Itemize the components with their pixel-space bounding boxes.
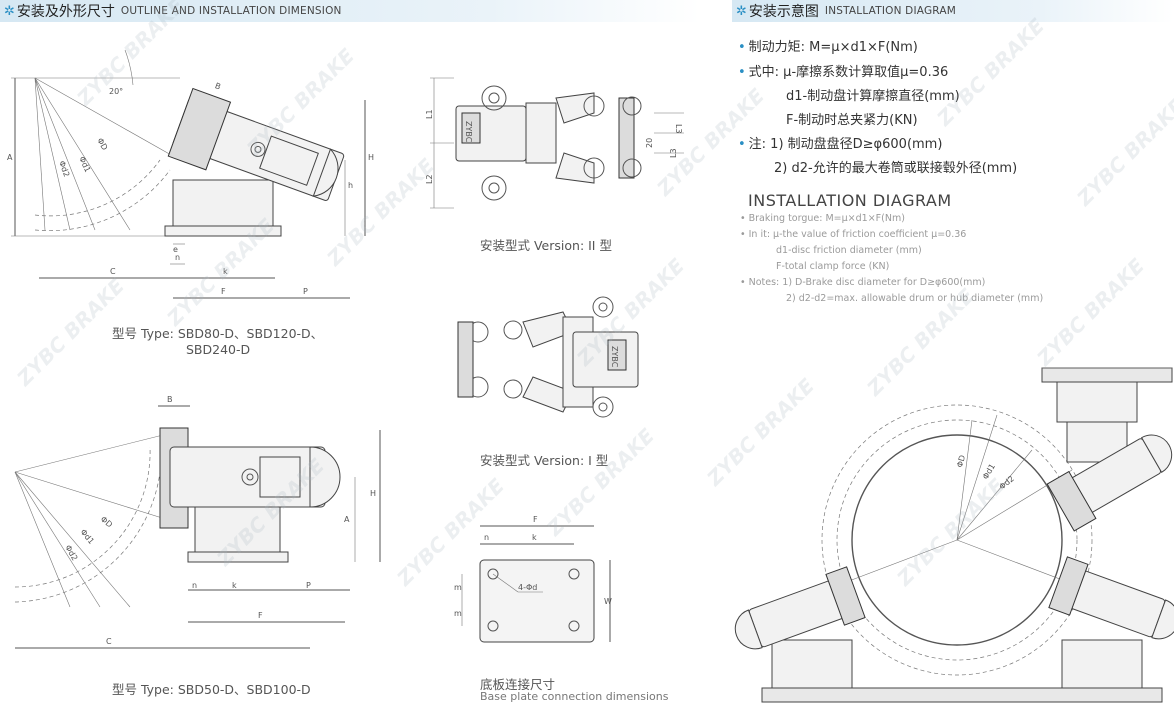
- hole-label: 4-Φd: [518, 583, 537, 592]
- dim-e: e: [173, 245, 178, 254]
- left-header-cn: 安装及外形尺寸: [16, 4, 115, 20]
- dim-F-b: F: [258, 611, 263, 620]
- base-plate-caption-en: Base plate connection dimensions: [480, 690, 669, 703]
- formula-en-3: d1-disc friction diameter (mm): [776, 245, 922, 256]
- right-header-cn: 安装示意图: [748, 4, 819, 20]
- formula-en-4: F-total clamp force (KN): [776, 261, 890, 272]
- formula-en-6: 2) d2-d2=max. allowable drum or hub diam…: [786, 293, 1044, 304]
- dim-k: k: [223, 267, 228, 276]
- dim-m-2: m: [454, 609, 462, 618]
- asterisk-icon: ✲: [4, 3, 15, 19]
- formula-cn-2: •式中: μ-摩擦系数计算取值μ=0.36: [738, 61, 948, 80]
- left-header-en: OUTLINE AND INSTALLATION DIMENSION: [120, 5, 342, 17]
- dim-d1: Φd1: [77, 155, 92, 174]
- dim-P-b: P: [306, 581, 311, 590]
- formula-cn-6: 2) d2-允许的最大卷筒或联接毂外径(mm): [774, 161, 1018, 176]
- outline-drawing-sbd50: ΦD Φd1 Φd2 B H A n k P F C: [14, 395, 381, 649]
- installation-diagram: ΦD Φd1 Φd2: [734, 367, 1174, 703]
- dim-C-b: C: [106, 637, 112, 646]
- dim-H: H: [368, 153, 374, 162]
- version-ii-drawing: L1 L2 ZYBC L3 20 L3: [425, 77, 684, 209]
- dim-n-plate: n: [484, 533, 489, 542]
- dim-d1-b: Φd1: [78, 528, 95, 546]
- bullet-icon: •: [738, 40, 746, 55]
- formula-cn-5-text: 注: 1) 制动盘盘径D≥φ600(mm): [748, 137, 943, 152]
- watermark: ZYBC BRAKE: [1072, 93, 1174, 211]
- dim-C: C: [110, 267, 116, 276]
- dim-P: P: [303, 287, 308, 296]
- model-a-caption-2: SBD240-D: [186, 342, 251, 357]
- formula-cn-3: d1-制动盘计算摩擦直径(mm): [786, 89, 960, 104]
- asterisk-icon: ✲: [736, 3, 747, 19]
- model-a-caption-1: 型号 Type: SBD80-D、SBD120-D、: [112, 326, 324, 341]
- bullet-icon: •: [738, 137, 746, 152]
- watermark: ZYBC BRAKE: [932, 13, 1049, 131]
- left-section-header: ✲ 安装及外形尺寸 OUTLINE AND INSTALLATION DIMEN…: [0, 0, 700, 22]
- dim-D-b: ΦD: [99, 515, 114, 530]
- svg-text:ZYBC: ZYBC: [610, 346, 619, 368]
- dim-F: F: [221, 287, 226, 296]
- dim-A: A: [7, 153, 13, 162]
- formula-cn-5: •注: 1) 制动盘盘径D≥φ600(mm): [738, 133, 942, 152]
- dim-n-b: n: [192, 581, 197, 590]
- svg-text:ZYBC: ZYBC: [464, 121, 473, 143]
- right-header-en: INSTALLATION DIAGRAM: [824, 5, 957, 17]
- dim-L3-b: L3: [669, 148, 678, 158]
- version-ii-caption: 安装型式 Version: II 型: [480, 238, 612, 253]
- en-section-title: INSTALLATION DIAGRAM: [748, 191, 952, 210]
- base-plate-drawing: F n k 4-Φd W m m: [454, 515, 612, 643]
- dim-L2: L2: [425, 174, 434, 184]
- dim-B: B: [214, 81, 222, 91]
- dim-k-plate: k: [532, 533, 537, 542]
- dim-h: h: [348, 181, 353, 190]
- dim-m-1: m: [454, 583, 462, 592]
- dim-L1: L1: [425, 109, 434, 119]
- formula-cn-2-text: 式中: μ-摩擦系数计算取值μ=0.36: [748, 65, 949, 80]
- formula-cn-4: F-制动时总夹紧力(KN): [786, 113, 918, 128]
- formula-cn-1-text: 制动力矩: M=μ×d1×F(Nm): [748, 40, 918, 55]
- version-i-caption: 安装型式 Version: I 型: [480, 453, 609, 468]
- dim-W: W: [604, 597, 612, 606]
- dim-L3: L3: [674, 124, 683, 134]
- model-b-caption: 型号 Type: SBD50-D、SBD100-D: [112, 682, 311, 697]
- angle-label: 20°: [109, 87, 123, 96]
- dim-D: ΦD: [95, 137, 109, 152]
- dim-F-plate: F: [533, 515, 538, 524]
- dim-d2: Φd2: [57, 160, 71, 179]
- formula-en-2: • In it: μ-the value of friction coeffic…: [740, 229, 967, 240]
- dim-B-b: B: [167, 395, 173, 404]
- diagram-dim-D: ΦD: [955, 454, 967, 468]
- bullet-icon: •: [738, 65, 746, 80]
- dim-20: 20: [645, 138, 654, 148]
- right-section-header: ✲ 安装示意图 INSTALLATION DIAGRAM: [732, 0, 1174, 22]
- dim-n: n: [175, 253, 180, 262]
- base-plate-caption-cn: 底板连接尺寸: [480, 677, 556, 692]
- formula-en-1: • Braking torgue: M=μ×d1×F(Nm): [740, 213, 905, 224]
- formula-en-5: • Notes: 1) D-Brake disc diameter for D≥…: [740, 277, 986, 288]
- formula-cn-1: •制动力矩: M=μ×d1×F(Nm): [738, 36, 918, 55]
- dim-H-b: H: [370, 489, 376, 498]
- dim-k-b: k: [232, 581, 237, 590]
- outline-drawing-sbd80: A 20° ΦD Φd1 Φd2 B H h C e n k F P: [7, 49, 374, 299]
- dim-A-b: A: [344, 515, 350, 524]
- version-i-drawing: ZYBC: [457, 296, 639, 418]
